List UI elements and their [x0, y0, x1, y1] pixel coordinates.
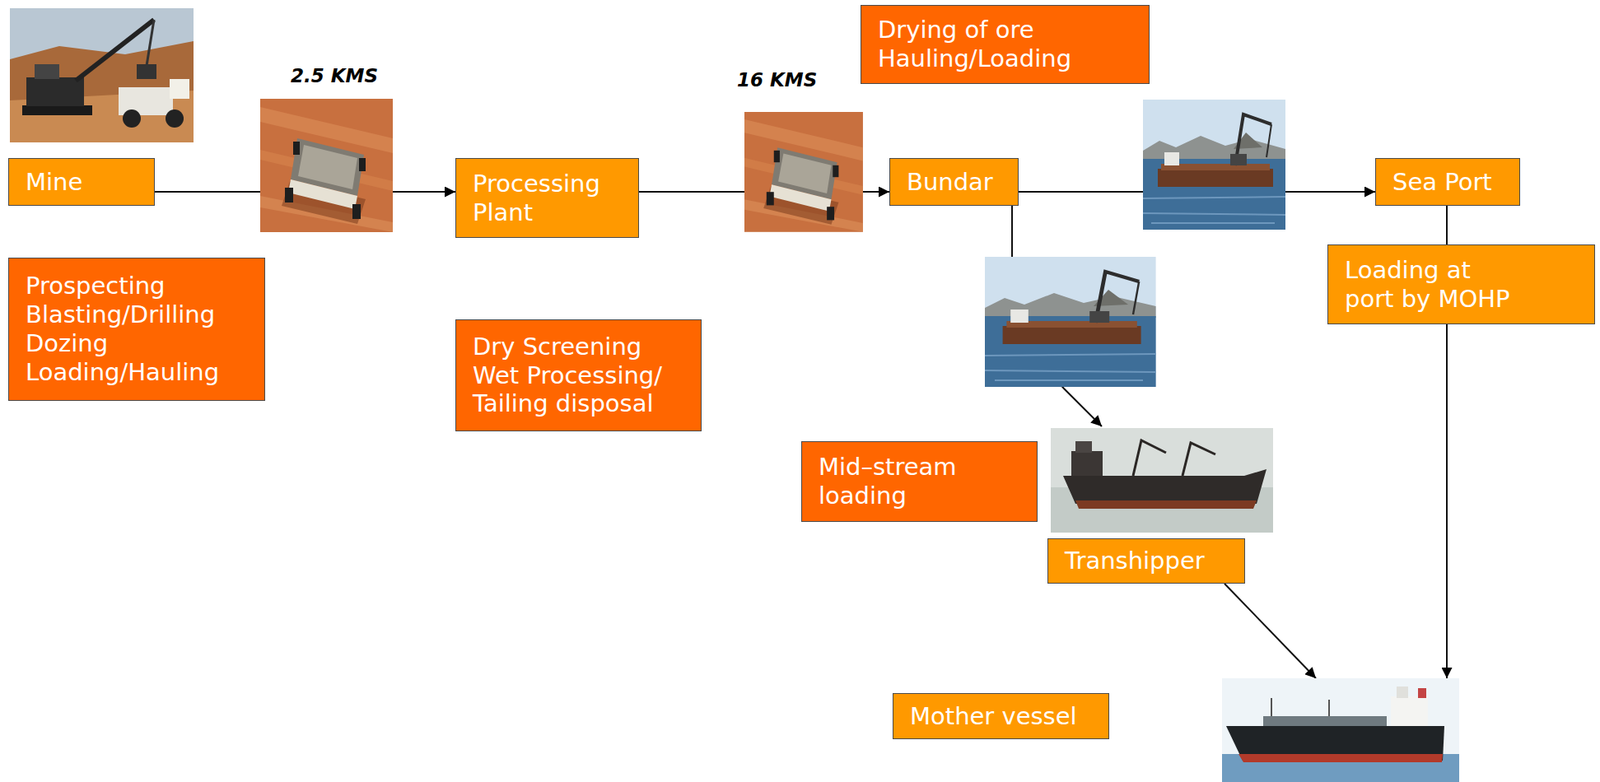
activity-box: Mid–stream loading	[801, 441, 1038, 523]
mine-photo	[165, 109, 184, 128]
mine-photo	[9, 8, 194, 143]
node-text: Mother vessel	[909, 702, 1092, 732]
label-box: Mother vessel	[892, 693, 1110, 740]
activity-box: Drying of oreHauling/Loading	[860, 4, 1150, 84]
node-text: Mid–stream loading	[818, 452, 1021, 511]
activity-box: Dry ScreeningWet Processing/ Tailing dis…	[455, 319, 702, 432]
mother-vessel-photo	[1222, 754, 1460, 782]
transhipper-photo	[1075, 500, 1257, 509]
mine-photo	[34, 64, 60, 80]
flow-arrow	[1446, 324, 1448, 679]
stage-box: Sea Port	[1375, 158, 1521, 206]
mother-vessel-photo	[1271, 698, 1330, 717]
node-text: Bundar	[906, 167, 1002, 197]
mine-photo	[136, 64, 157, 80]
mine-photo	[122, 109, 141, 128]
mine-photo	[9, 41, 194, 143]
node-text: Hauling/Loading	[877, 44, 1133, 74]
transhipper-photo	[1133, 440, 1216, 476]
mother-vessel-photo	[1222, 678, 1460, 782]
stage-box: Processing Plant	[455, 158, 640, 238]
mine-photo	[22, 105, 93, 116]
mine-photo	[26, 77, 84, 107]
label-box: Transhipper	[1047, 538, 1246, 584]
stage-box: Mine	[8, 158, 155, 206]
transhipper-photo	[1075, 441, 1092, 453]
mother-vessel-photo	[1238, 754, 1443, 763]
transhipper-photo	[1071, 451, 1103, 476]
flow-arrow	[1224, 583, 1316, 679]
mother-vessel-photo	[1263, 716, 1387, 727]
stage-box: Mother vessel	[892, 678, 1460, 782]
mother-vessel-photo	[1396, 686, 1409, 699]
mother-vessel-photo	[1418, 688, 1427, 699]
node-text: Wet Processing/ Tailing disposal	[472, 361, 685, 420]
mine-photo	[9, 8, 194, 143]
node-text: Processing Plant	[472, 169, 622, 228]
node-text: Drying of ore	[877, 15, 1133, 45]
transhipper-photo	[1050, 428, 1274, 533]
node-text: Loading at port by MOHP	[1344, 256, 1520, 314]
node-text: Dry Screening	[472, 332, 685, 362]
activity-box: ProspectingBlasting/DrillingDozingLoadin…	[8, 257, 266, 402]
node-text: Blasting/Drilling	[25, 300, 248, 330]
distance-label: 16 KMS	[737, 69, 817, 91]
stage-box: Bundar	[889, 158, 1019, 206]
mother-vessel-photo	[1222, 678, 1460, 782]
mother-vessel-photo	[1390, 696, 1428, 727]
truck-photo	[744, 111, 863, 233]
node-text: Sea Port	[1392, 167, 1503, 197]
truck-photo	[260, 98, 393, 233]
mine-photo	[169, 79, 190, 99]
node-text: Loading/Hauling	[25, 358, 248, 388]
barge-photo	[984, 256, 1157, 388]
flow-arrow	[1446, 205, 1448, 245]
stage-box: Transhipper	[1047, 426, 1274, 584]
node-text: Prospecting	[25, 271, 248, 301]
node-text: Dozing	[25, 329, 248, 359]
node-text: Transhipper	[1064, 546, 1228, 576]
mine-photo	[146, 19, 154, 66]
node-text: Mine	[25, 167, 138, 197]
distance-label: 2.5 KMS	[290, 65, 378, 87]
barge-photo	[1142, 99, 1286, 230]
transhipper-photo	[1050, 428, 1274, 533]
activity-box: Loading at port by MOHP	[1327, 244, 1596, 325]
